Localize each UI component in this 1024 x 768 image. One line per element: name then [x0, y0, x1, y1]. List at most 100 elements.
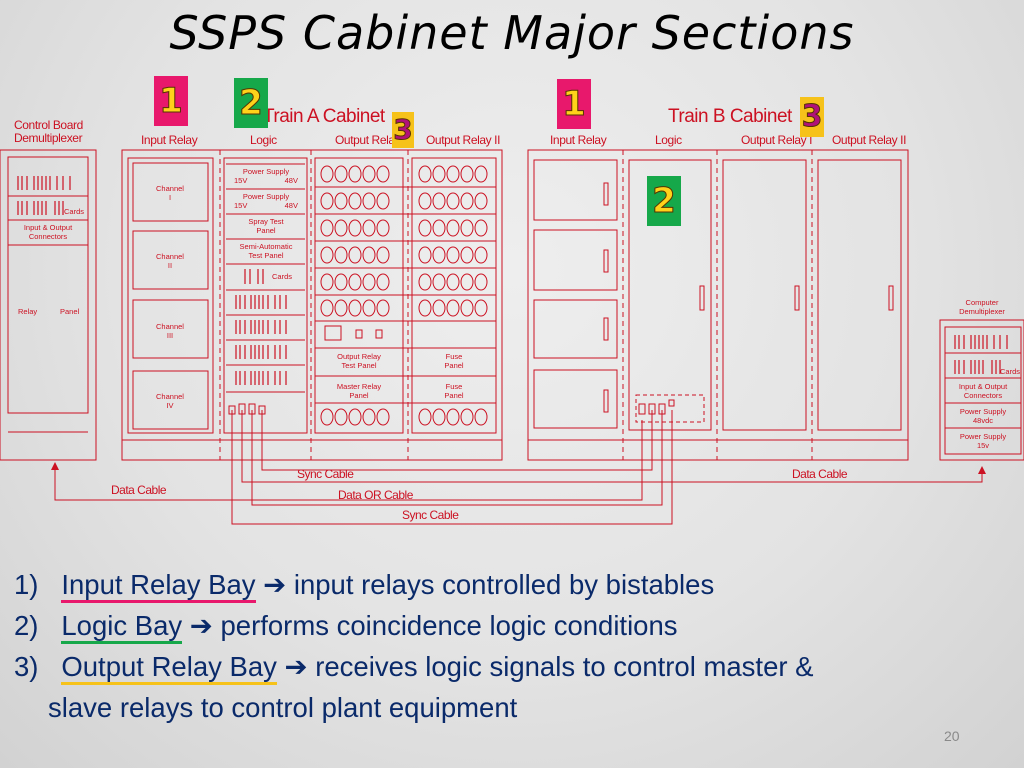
right-connectors-line2: Connectors — [963, 391, 1003, 400]
mr-line2: Panel — [349, 391, 369, 400]
channel-word: Channel — [156, 392, 184, 401]
train-b-logic-bay — [628, 159, 712, 431]
train-b-logic-label: Logic — [655, 133, 682, 147]
fuse-panel-1: Fuse Panel — [414, 352, 494, 370]
badge-number: 1 — [562, 84, 587, 125]
train-b-output-relay-1-bay — [722, 159, 807, 431]
input-relay-bay-link[interactable]: Input Relay Bay — [61, 569, 256, 603]
sync-cable-bottom-label: Sync Cable — [402, 508, 459, 522]
train-a-logic-label: Logic — [250, 133, 277, 147]
master-relay-panel: Master Relay Panel — [318, 382, 400, 400]
relay-circles — [320, 165, 488, 426]
badge-input-relay-a: 1 — [154, 76, 188, 126]
train-a-logic-bay — [223, 157, 308, 434]
badge-output-relay-b: 3 — [800, 97, 824, 137]
left-connectors-line2: Connectors — [28, 232, 68, 241]
output-relay-test-panel: Output Relay Test Panel — [318, 352, 400, 370]
train-b-output-relay-1-label: Output Relay I — [741, 133, 813, 147]
rps2-line2: 15v — [976, 441, 990, 450]
channel-word: Channel — [156, 252, 184, 261]
channel-word: Channel — [156, 322, 184, 331]
badge-input-relay-b: 1 — [557, 79, 591, 129]
arrow-right-icon: ➔ — [263, 569, 287, 600]
rps2-line1: Power Supply — [959, 432, 1007, 441]
badge-number: 2 — [239, 83, 264, 124]
data-cable-right-line — [241, 410, 983, 483]
sync-cable-bottom-line — [231, 410, 673, 525]
fuse1-line1: Fuse — [445, 352, 463, 361]
list-item-3-continued: slave relays to control plant equipment — [14, 687, 1014, 728]
badge-number: 3 — [801, 99, 823, 135]
control-board-line2: Demultiplexer — [14, 131, 83, 145]
ps1-15v: 15V — [234, 176, 248, 185]
output-relay-bay-link[interactable]: Output Relay Bay — [61, 651, 277, 685]
badge-output-relay-a: 3 — [392, 112, 414, 148]
card-bars — [17, 176, 1008, 386]
badge-number: 1 — [159, 81, 184, 122]
spray-test-panel: Spray Test Panel — [228, 217, 304, 235]
control-board-demux-title: Control Board Demultiplexer — [14, 119, 83, 145]
sync-cable-top-line — [261, 410, 653, 471]
train-b-output-relay-2-label: Output Relay II — [832, 133, 907, 147]
ort-line1: Output Relay — [337, 352, 381, 361]
train-b-input-relay-label: Input Relay — [550, 133, 607, 147]
logic-bay-link[interactable]: Logic Bay — [61, 610, 183, 644]
right-cards-label: Cards — [1000, 367, 1021, 376]
control-board-line1: Control Board — [14, 118, 83, 132]
list-item-2: 2) Logic Bay ➔ performs coincidence logi… — [14, 605, 1014, 646]
list-text: input relays controlled by bistables — [286, 569, 715, 600]
arrow-right-icon: ➔ — [189, 610, 213, 641]
fuse2-line2: Panel — [444, 391, 464, 400]
arrow-right-icon: ➔ — [284, 651, 308, 682]
logic-cards-label: Cards — [272, 272, 293, 281]
list-number: 2) — [14, 610, 39, 641]
channel-numeral: IV — [166, 401, 174, 410]
ort-line2: Test Panel — [341, 361, 377, 370]
list-number: 3) — [14, 651, 39, 682]
ps2-title: Power Supply — [242, 192, 290, 201]
badge-number: 2 — [652, 181, 677, 222]
spray-test-line2: Panel — [256, 226, 276, 235]
list-text: performs coincidence logic conditions — [212, 610, 678, 641]
right-power-supply-15: Power Supply 15v — [945, 432, 1021, 450]
rps1-line1: Power Supply — [959, 407, 1007, 416]
left-cards-label: Cards — [64, 207, 85, 216]
left-connectors-label: Input & Output Connectors — [14, 223, 82, 241]
left-connectors-line1: Input & Output — [23, 223, 73, 232]
badge-number: 3 — [393, 113, 414, 147]
left-relay-label: Relay — [18, 307, 38, 316]
train-a-cabinet-frame — [121, 149, 503, 461]
train-a-input-relay-bay — [127, 157, 214, 434]
data-cable-right-label: Data Cable — [792, 467, 848, 481]
data-or-cable-label: Data OR Cable — [338, 488, 413, 502]
train-b-output-relay-2-bay — [817, 159, 902, 431]
rps1-line2: 48vdc — [972, 416, 993, 425]
ps2-48v: 48V — [284, 201, 298, 210]
data-cable-left-label: Data Cable — [111, 483, 167, 497]
spray-test-line1: Spray Test — [248, 217, 284, 226]
train-b-cabinet-frame — [527, 149, 909, 461]
train-b-input-relay-panel-1 — [533, 159, 618, 221]
right-power-supply-48: Power Supply 48vdc — [945, 407, 1021, 425]
ps2-15v: 15V — [234, 201, 248, 210]
ps1-48v: 48V — [284, 176, 298, 185]
fuse1-line2: Panel — [444, 361, 464, 370]
slide-title: SSPS Cabinet Major Sections — [169, 6, 855, 60]
data-cable-left-line — [54, 420, 643, 501]
right-connectors-label: Input & Output Connectors — [945, 382, 1021, 400]
list-text: receives logic signals to control master… — [307, 651, 814, 682]
train-a-output-relay-1-label: Output Relay I — [335, 133, 407, 147]
left-panel-label: Panel — [60, 307, 80, 316]
channel-numeral: III — [166, 331, 174, 340]
sync-cable-top-label: Sync Cable — [297, 467, 354, 481]
train-a-cabinet-title: Train A Cabinet — [263, 106, 385, 127]
train-a-input-relay-label: Input Relay — [141, 133, 198, 147]
computer-demux-frame — [939, 319, 1024, 461]
computer-demux-line2: Demultiplexer — [959, 307, 1005, 316]
list-item-1: 1) Input Relay Bay ➔ input relays contro… — [14, 564, 1014, 605]
